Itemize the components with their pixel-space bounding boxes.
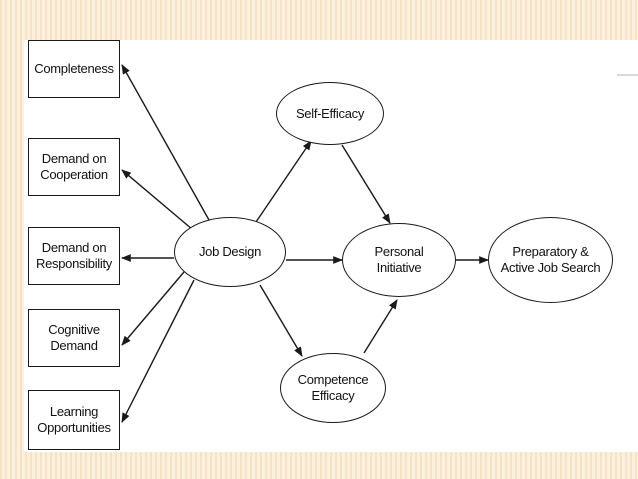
cooperation-label: Demand on Cooperation bbox=[40, 151, 108, 182]
completeness-label: Completeness bbox=[34, 61, 114, 77]
cognitive-demand-label: Cognitive Demand bbox=[48, 322, 100, 353]
arrow-to-competence-efficacy bbox=[259, 284, 303, 357]
learning-opportunities-label: Learning Opportunities bbox=[37, 404, 111, 435]
competence-efficacy-node: Competence Efficacy bbox=[280, 353, 386, 423]
arrow-to-learning bbox=[121, 279, 195, 423]
completeness-box: Completeness bbox=[28, 40, 120, 98]
job-design-label: Job Design bbox=[198, 244, 262, 260]
arrow-to-cognitive bbox=[121, 271, 185, 346]
responsibility-box: Demand on Responsibility bbox=[28, 227, 120, 285]
decorative-stripe-left bbox=[0, 40, 24, 452]
personal-initiative-node: Personal Initiative bbox=[342, 223, 456, 297]
header-rule bbox=[612, 74, 638, 76]
arrow-to-self-efficacy bbox=[255, 140, 312, 223]
decorative-stripe-top bbox=[0, 0, 638, 40]
arrow-competence-efficacy-to-initiative bbox=[363, 299, 398, 354]
diagram-connectors bbox=[121, 64, 489, 423]
responsibility-label: Demand on Responsibility bbox=[35, 240, 112, 271]
self-efficacy-label: Self-Efficacy bbox=[295, 105, 365, 121]
path-diagram: Completeness Demand on Cooperation Deman… bbox=[24, 40, 617, 452]
job-search-node: Preparatory & Active Job Search bbox=[488, 217, 613, 303]
arrow-to-cooperation bbox=[121, 169, 200, 236]
personal-initiative-label: Personal Initiative bbox=[374, 244, 424, 275]
learning-opportunities-box: Learning Opportunities bbox=[28, 390, 120, 450]
job-search-label: Preparatory & Active Job Search bbox=[500, 244, 601, 275]
competence-efficacy-label: Competence Efficacy bbox=[297, 372, 369, 403]
cooperation-box: Demand on Cooperation bbox=[28, 138, 120, 196]
self-efficacy-node: Self-Efficacy bbox=[276, 82, 384, 145]
cognitive-demand-box: Cognitive Demand bbox=[28, 309, 120, 367]
arrow-to-completeness bbox=[121, 64, 210, 221]
arrow-self-efficacy-to-initiative bbox=[341, 144, 391, 224]
job-design-node: Job Design bbox=[174, 217, 286, 287]
decorative-stripe-bottom bbox=[0, 452, 638, 479]
